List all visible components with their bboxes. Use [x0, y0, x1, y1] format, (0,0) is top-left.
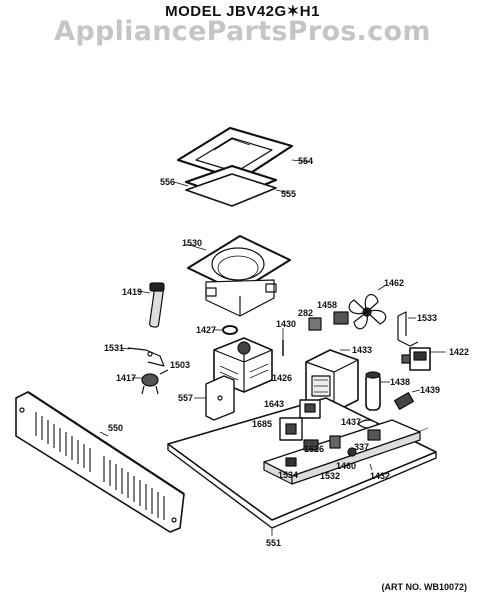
label-1626: 1626	[304, 444, 324, 454]
diode-1439	[393, 392, 415, 410]
label-1427: 1427	[196, 325, 216, 335]
label-551: 551	[266, 538, 281, 548]
label-1530: 1530	[182, 238, 202, 248]
label-1503: 1503	[170, 360, 190, 370]
label-1426: 1426	[272, 373, 292, 383]
label-550: 550	[108, 423, 123, 433]
label-1438: 1438	[390, 377, 410, 387]
bracket-1533	[397, 311, 419, 347]
label-1685: 1685	[252, 419, 272, 429]
label-1460: 1460	[336, 461, 356, 471]
bracket-1531	[127, 347, 165, 367]
fan-motor-parts	[308, 311, 349, 331]
plate-555	[184, 164, 278, 207]
label-1439: 1439	[420, 385, 440, 395]
thermal-fuse-1419	[149, 282, 165, 328]
label-1430: 1430	[276, 319, 296, 329]
bracket-557	[205, 375, 235, 421]
label-1419: 1419	[122, 287, 142, 297]
transformer-1433	[305, 349, 359, 413]
label-282: 282	[298, 308, 313, 318]
label-554: 554	[298, 156, 313, 166]
control-board-1432	[263, 419, 421, 485]
label-1458: 1458	[317, 300, 337, 310]
label-1643: 1643	[264, 399, 284, 409]
relay-1643	[299, 399, 321, 419]
label-1437: 1437	[341, 417, 361, 427]
relay-1685	[279, 417, 303, 441]
label-1533: 1533	[417, 313, 437, 323]
label-1532: 1532	[320, 471, 340, 481]
label-556: 556	[160, 177, 175, 187]
label-337: 337	[354, 442, 369, 452]
thermostat-1417	[141, 369, 169, 395]
switch-1422	[401, 347, 431, 371]
grille-panel-550	[15, 391, 185, 533]
label-557: 557	[178, 393, 193, 403]
label-1534: 1534	[278, 470, 298, 480]
fan-blade-1462	[348, 294, 387, 330]
watermark: AppliancePartsPros.com	[54, 16, 431, 47]
label-1433: 1433	[352, 345, 372, 355]
capacitor-1438	[365, 371, 381, 411]
label-1422: 1422	[449, 347, 469, 357]
label-555: 555	[281, 189, 296, 199]
label-1531: 1531	[104, 343, 124, 353]
label-1462: 1462	[384, 278, 404, 288]
label-1432: 1432	[370, 471, 390, 481]
waveguide-1530	[187, 235, 291, 317]
label-1417: 1417	[116, 373, 136, 383]
art-number: (ART NO. WB10072)	[381, 582, 467, 592]
diagram-title: MODEL JBV42G✶H1	[165, 3, 320, 20]
